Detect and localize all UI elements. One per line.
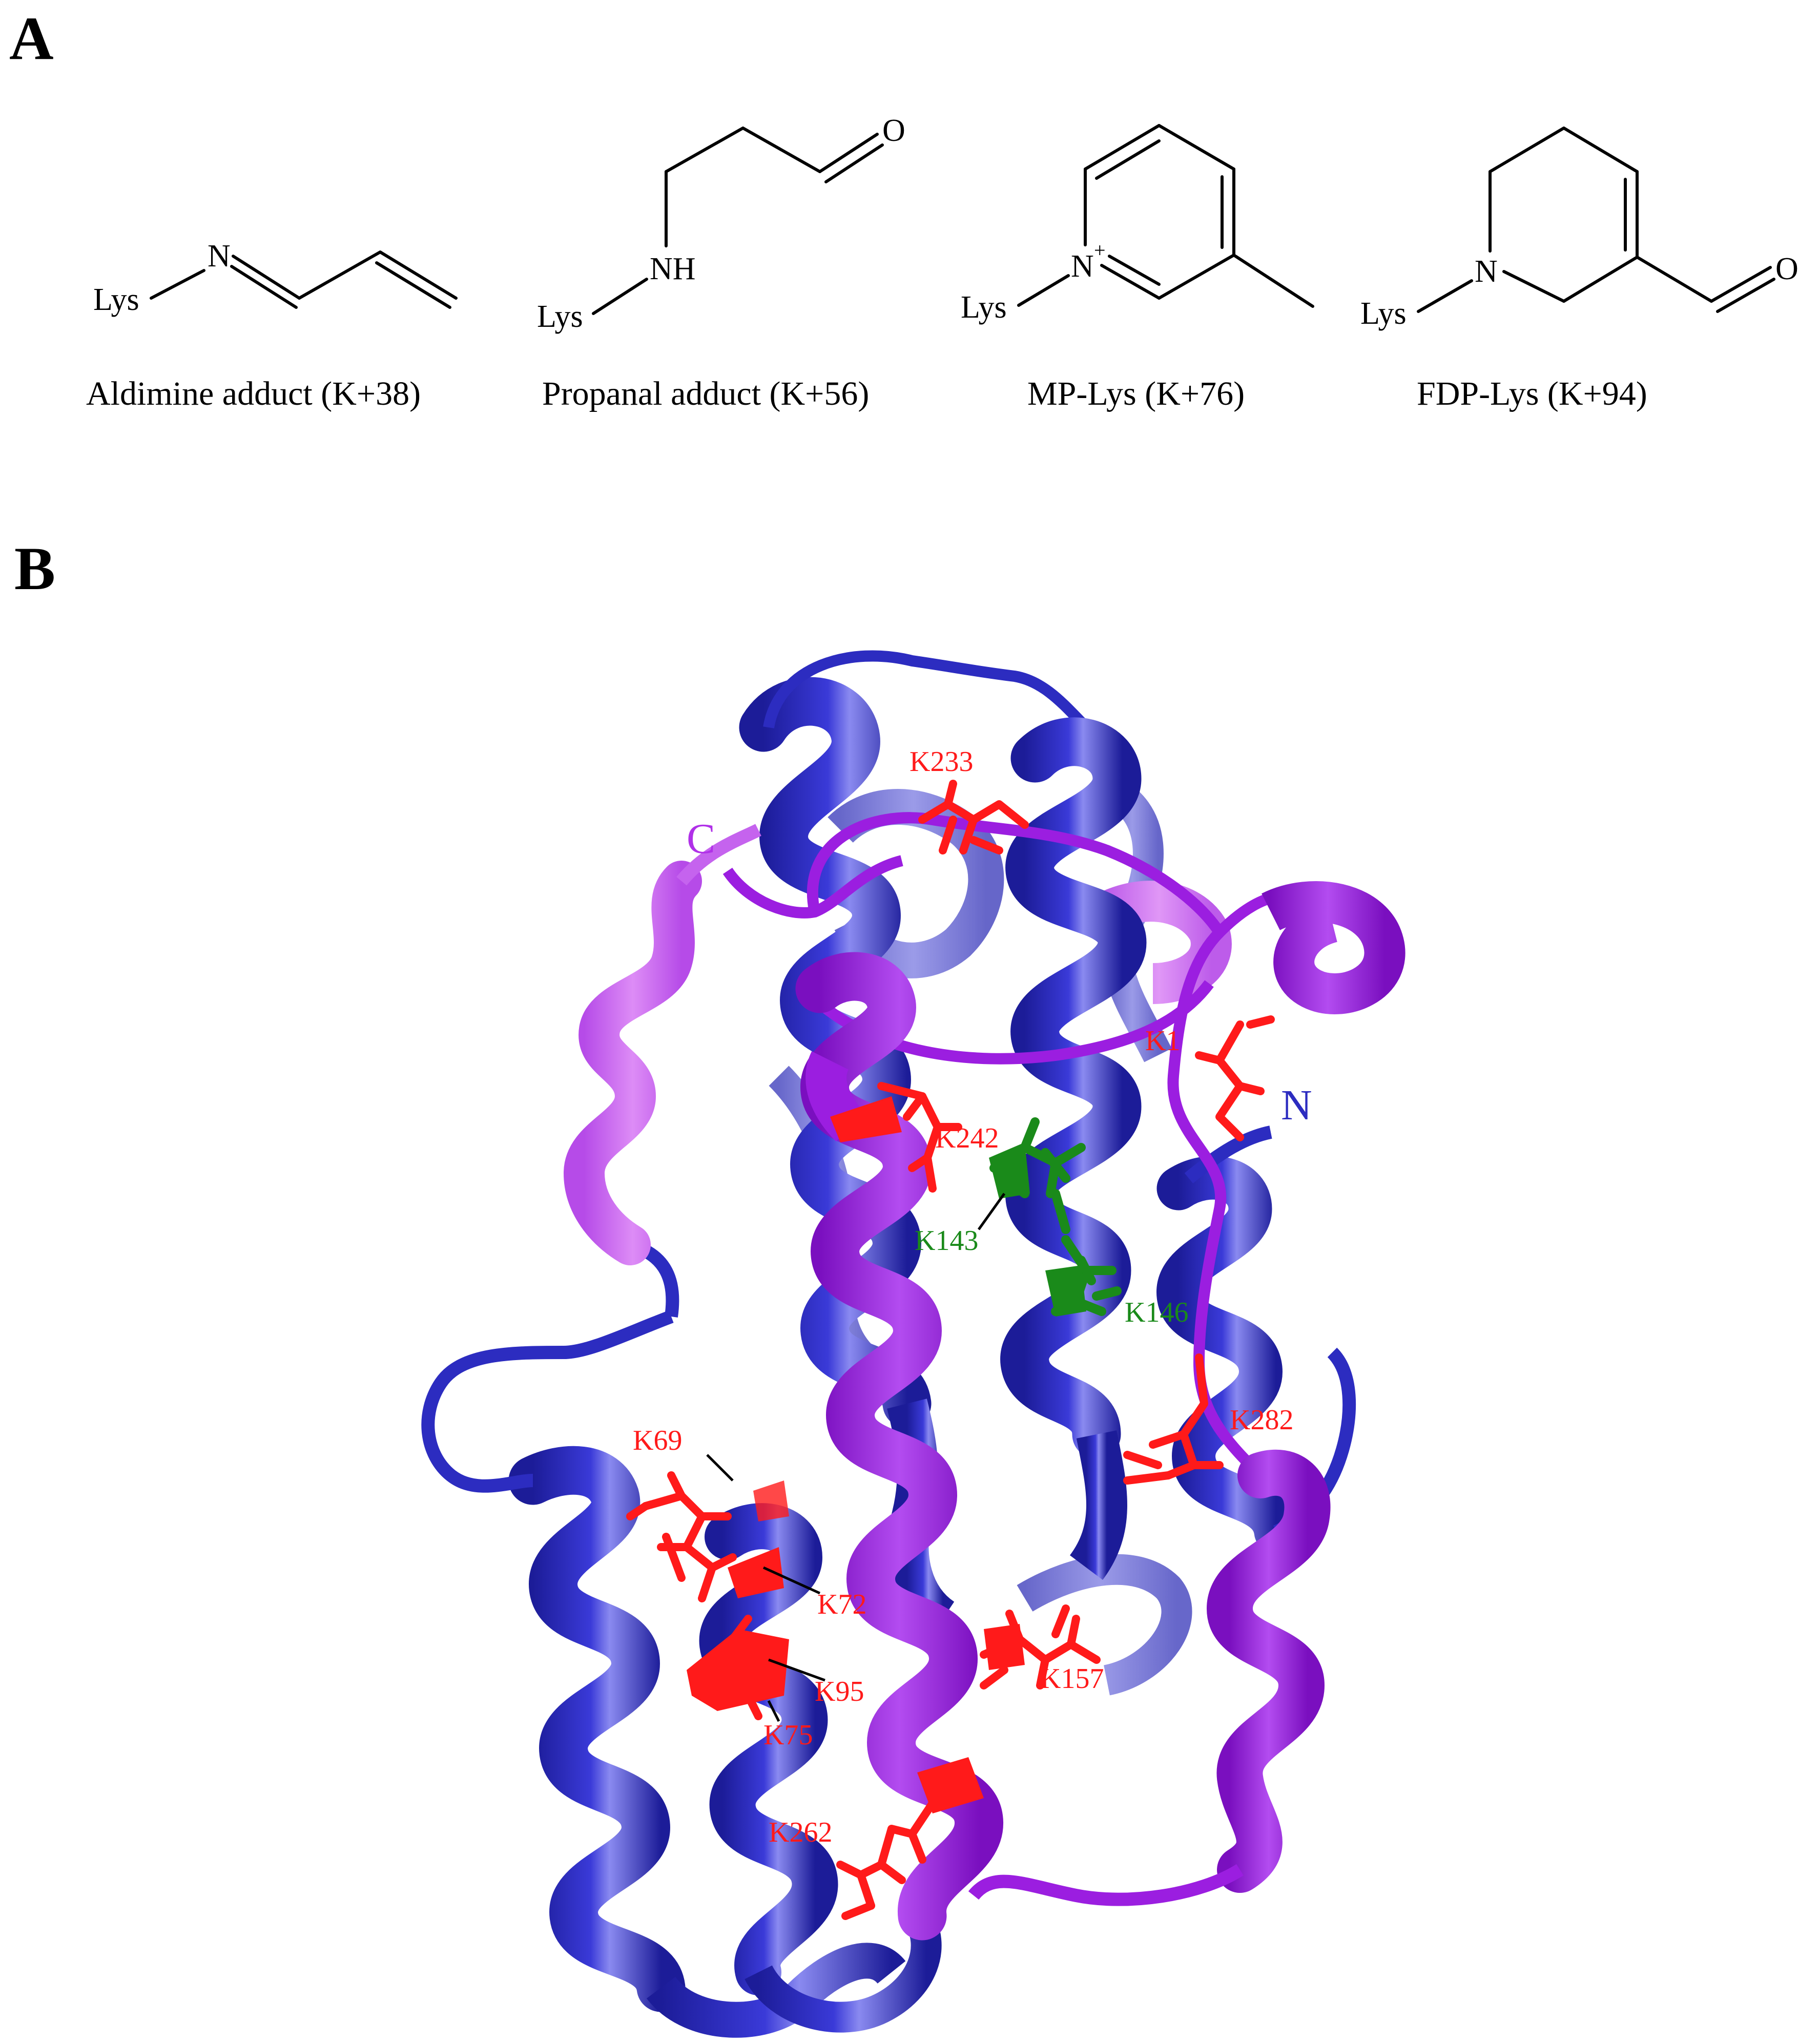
atom-o: O — [882, 113, 905, 148]
k242-sticks — [877, 1082, 962, 1193]
charge-plus: + — [1094, 239, 1106, 262]
molecule-fdp-lys: Lys N O FDP-Lys (K+94) — [1360, 127, 1799, 412]
molecule-caption: FDP-Lys (K+94) — [1417, 375, 1647, 412]
k1-sticks — [1195, 1015, 1275, 1141]
pyridinium-ring — [1017, 124, 1314, 308]
k282-sticks — [1123, 1353, 1224, 1485]
residue-label-k69: K69 — [633, 1425, 682, 1456]
molecule-caption: Aldimine adduct (K+38) — [86, 375, 421, 412]
molecule-aldimine: Lys N Aldimine adduct (K+38) — [86, 239, 458, 412]
residue-label-k233: K233 — [910, 746, 973, 778]
k95-k75-sticks — [729, 1615, 783, 1720]
atom-n: N — [208, 239, 231, 274]
residue-label-k242: K242 — [935, 1122, 999, 1154]
lys-label: Lys — [93, 282, 139, 317]
residue-label-k1: K1 — [1145, 1025, 1180, 1057]
residue-label-k75: K75 — [763, 1719, 813, 1751]
panel-label-b: B — [14, 534, 55, 602]
lys-label: Lys — [1360, 296, 1407, 331]
residue-label-k282: K282 — [1230, 1404, 1293, 1436]
molecule-propanal: Lys NH O Propanal adduct (K+56) — [537, 113, 905, 412]
molecule-caption: MP-Lys (K+76) — [1027, 375, 1245, 412]
k233-sticks — [918, 780, 1029, 854]
molecule-mp-lys: Lys N + MP-Lys (K+76) — [961, 124, 1314, 412]
atom-o: O — [1775, 252, 1799, 286]
n-terminus-label: N — [1281, 1081, 1312, 1129]
bonds — [150, 251, 458, 309]
k69-k72-sticks — [626, 1471, 737, 1602]
molecule-caption: Propanal adduct (K+56) — [542, 375, 869, 412]
atom-n-plus: N — [1071, 249, 1094, 284]
atom-nh: NH — [650, 252, 696, 286]
atom-n: N — [1475, 254, 1498, 289]
c-terminal-chain — [563, 812, 1405, 1941]
protein-ribbon-structure — [421, 650, 1405, 2038]
residue-label-k95: K95 — [815, 1676, 864, 1707]
lys-label: Lys — [961, 290, 1007, 325]
residue-label-k262: K262 — [769, 1817, 832, 1848]
k262-sticks — [836, 1799, 937, 1920]
panel-label-a: A — [9, 4, 54, 72]
lysine-side-chains — [626, 780, 1275, 1920]
lys-label: Lys — [537, 299, 583, 334]
label-leaders — [706, 1193, 1006, 1722]
tetrahydropyridine-ring — [1417, 127, 1775, 313]
residue-label-k143: K143 — [915, 1225, 978, 1257]
residue-label-k146: K146 — [1125, 1297, 1188, 1328]
bonds — [592, 127, 884, 315]
residue-label-k72: K72 — [817, 1589, 866, 1620]
c-terminus-label: C — [687, 815, 715, 863]
residue-label-k157: K157 — [1040, 1663, 1104, 1695]
residue-labels: K233 K1 K242 K143 K146 K282 K69 K72 K95 … — [633, 746, 1293, 1848]
